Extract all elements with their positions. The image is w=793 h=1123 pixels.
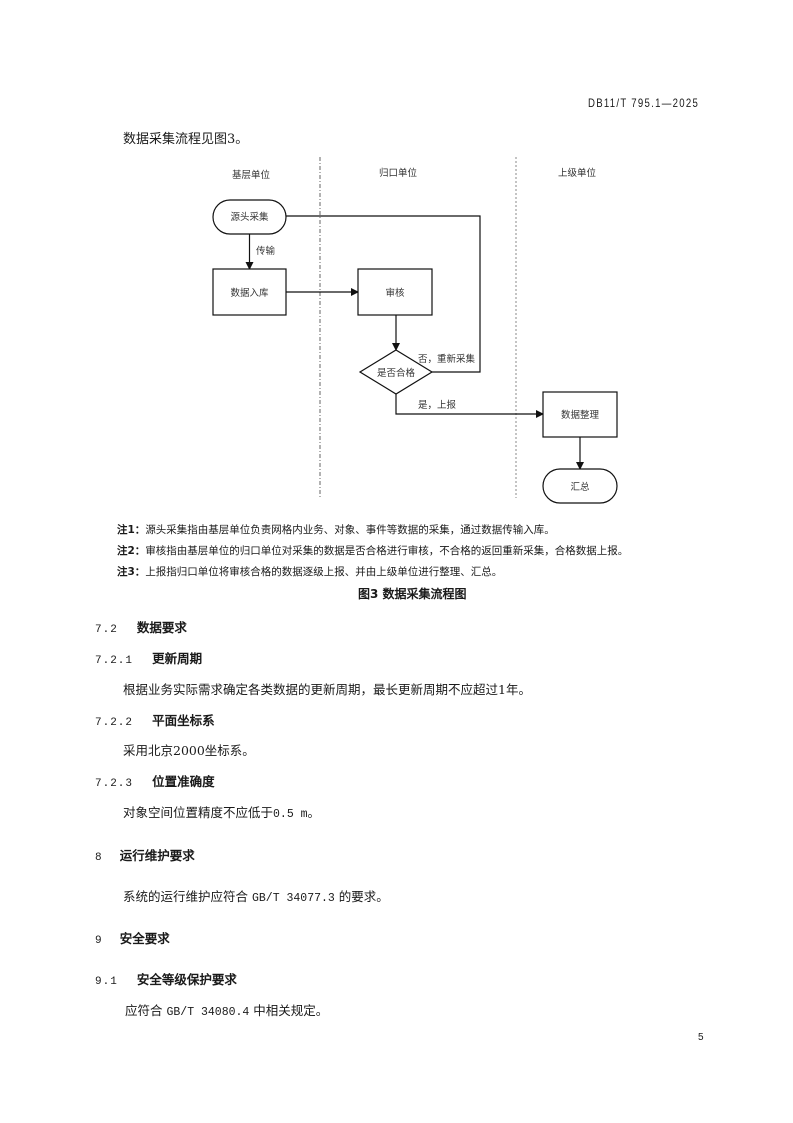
section-number: 7.2 [95,624,118,636]
section-heading-9-1: 9.1 安全等级保护要求 [95,969,237,988]
section-number: 8 [95,852,103,864]
note-3: 注3：上报指归口单位将审核合格的数据逐级上报、并由上级单位进行整理、汇总。 [117,564,502,579]
node-summary-label: 汇总 [570,481,590,493]
standard-reference: GB/T 34080.4 [166,1006,250,1019]
note-label: 注3： [117,566,146,578]
figure-caption: 图3 数据采集流程图 [358,587,467,601]
section-body-9-1: 应符合 GB/T 34080.4 中相关规定。 [125,1000,328,1019]
note-text: 审核指由基层单位的归口单位对采集的数据是否合格进行审核，不合格的返回重新采集，合… [145,545,629,557]
section-title: 更新周期 [152,651,203,666]
section-title: 数据要求 [136,620,187,635]
lane-header-department: 归口单位 [379,167,418,179]
body-value: 0.5 m [273,808,308,821]
note-label: 注2： [117,545,146,557]
section-number: 9.1 [95,976,118,988]
edge-fail-label: 否，重新采集 [418,353,476,365]
standard-reference: GB/T 34077.3 [251,892,335,905]
document-code: DB11/T 795.1—2025 [588,96,700,110]
body-text: 的要求。 [334,889,389,904]
node-summary [542,468,618,504]
node-review-label: 审核 [385,287,405,299]
body-text: 。 [307,805,321,820]
section-heading-7-2-3: 7.2.3 位置准确度 [95,771,215,790]
body-text: 系统的运行维护应符合 [123,889,252,904]
note-text: 源头采集指由基层单位负责网格内业务、对象、事件等数据的采集，通过数据传输入库。 [145,524,555,536]
section-title: 位置准确度 [152,774,215,789]
section-heading-8: 8 运行维护要求 [95,845,195,864]
note-text: 上报指归口单位将审核合格的数据逐级上报、并由上级单位进行整理、汇总。 [145,566,503,578]
node-data-organize [542,391,618,438]
section-body-8: 系统的运行维护应符合 GB/T 34077.3 的要求。 [123,886,389,905]
section-heading-9: 9 安全要求 [95,928,170,947]
intro-paragraph: 数据采集流程见图3。 [123,132,249,147]
lane-header-grassroots: 基层单位 [232,169,271,181]
section-number: 7.2.2 [95,717,134,729]
section-title: 安全等级保护要求 [136,972,237,987]
node-organize-label: 数据整理 [561,409,600,421]
section-heading-7-2-1: 7.2.1 更新周期 [95,648,202,667]
section-body-7-2-3: 对象空间位置精度不应低于0.5 m。 [123,802,320,821]
node-ingest-label: 数据入库 [230,287,269,299]
body-text: 应符合 [125,1003,167,1018]
section-number: 9 [95,935,103,947]
page-number: 5 [698,1032,704,1043]
edge-loop-back [286,215,481,373]
section-body-7-2-1: 根据业务实际需求确定各类数据的更新周期，最长更新周期不应超过1年。 [123,682,531,697]
node-review [357,268,433,316]
edge-pass [395,394,544,418]
section-heading-7-2: 7.2 数据要求 [95,617,187,636]
note-2: 注2：审核指由基层单位的归口单位对采集的数据是否合格进行审核，不合格的返回重新采… [117,543,628,558]
data-collection-flowchart: 基层单位 归口单位 上级单位 源头采集 传输 数据入库 审核 是否合格 否，重新… [212,157,618,504]
body-text: 对象空间位置精度不应低于 [123,805,274,820]
node-decision-label: 是否合格 [377,367,416,379]
node-data-ingest [212,268,287,316]
section-number: 7.2.1 [95,655,134,667]
edge-pass-label: 是，上报 [418,399,457,411]
section-number: 7.2.3 [95,778,134,790]
note-1: 注1：源头采集指由基层单位负责网格内业务、对象、事件等数据的采集，通过数据传输入… [117,522,555,537]
section-title: 安全要求 [119,931,170,946]
note-label: 注1： [117,524,146,536]
section-title: 运行维护要求 [119,848,195,863]
section-body-7-2-2: 采用北京2000坐标系。 [123,743,255,758]
node-source-label: 源头采集 [230,211,269,223]
body-text: 中相关规定。 [249,1003,329,1018]
section-heading-7-2-2: 7.2.2 平面坐标系 [95,710,215,729]
edge-transfer-label: 传输 [256,245,276,257]
lane-header-superior: 上级单位 [558,167,597,179]
section-title: 平面坐标系 [152,713,215,728]
